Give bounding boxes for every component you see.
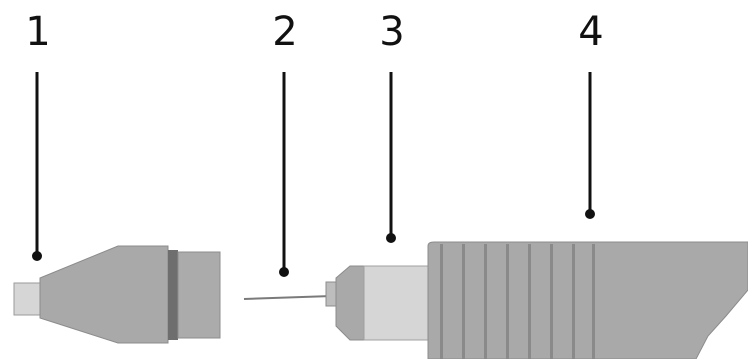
grip-groove: [462, 244, 465, 359]
callout-label-3: 3: [379, 9, 405, 55]
part-3-holder: [325, 265, 429, 341]
part-4-handle: [427, 241, 748, 360]
part-1-cap: [13, 245, 221, 344]
cap-band: [168, 250, 178, 340]
cap-collar: [177, 251, 221, 339]
grip-groove: [440, 244, 443, 359]
callout-label-4: 4: [578, 9, 604, 55]
grip-groove: [592, 244, 595, 359]
holder-tip: [325, 281, 337, 307]
holder-cone: [335, 265, 365, 341]
part-2-needle: [243, 295, 333, 300]
grip-groove: [528, 244, 531, 359]
cap-tip: [13, 282, 41, 316]
needle-line: [243, 295, 333, 300]
cap-cone: [39, 245, 169, 344]
grip-groove: [484, 244, 487, 359]
leader-dot-2: [279, 267, 289, 277]
grip-groove: [550, 244, 553, 359]
callout-label-1: 1: [25, 9, 51, 55]
leader-dot-3: [386, 233, 396, 243]
leader-dot-1: [32, 251, 42, 261]
grip-groove: [506, 244, 509, 359]
holder-sleeve: [363, 265, 429, 341]
callout-label-2: 2: [272, 9, 298, 55]
handle-body: [427, 241, 748, 360]
leader-lines: [32, 72, 595, 277]
leader-dot-4: [585, 209, 595, 219]
grip-groove: [572, 244, 575, 359]
